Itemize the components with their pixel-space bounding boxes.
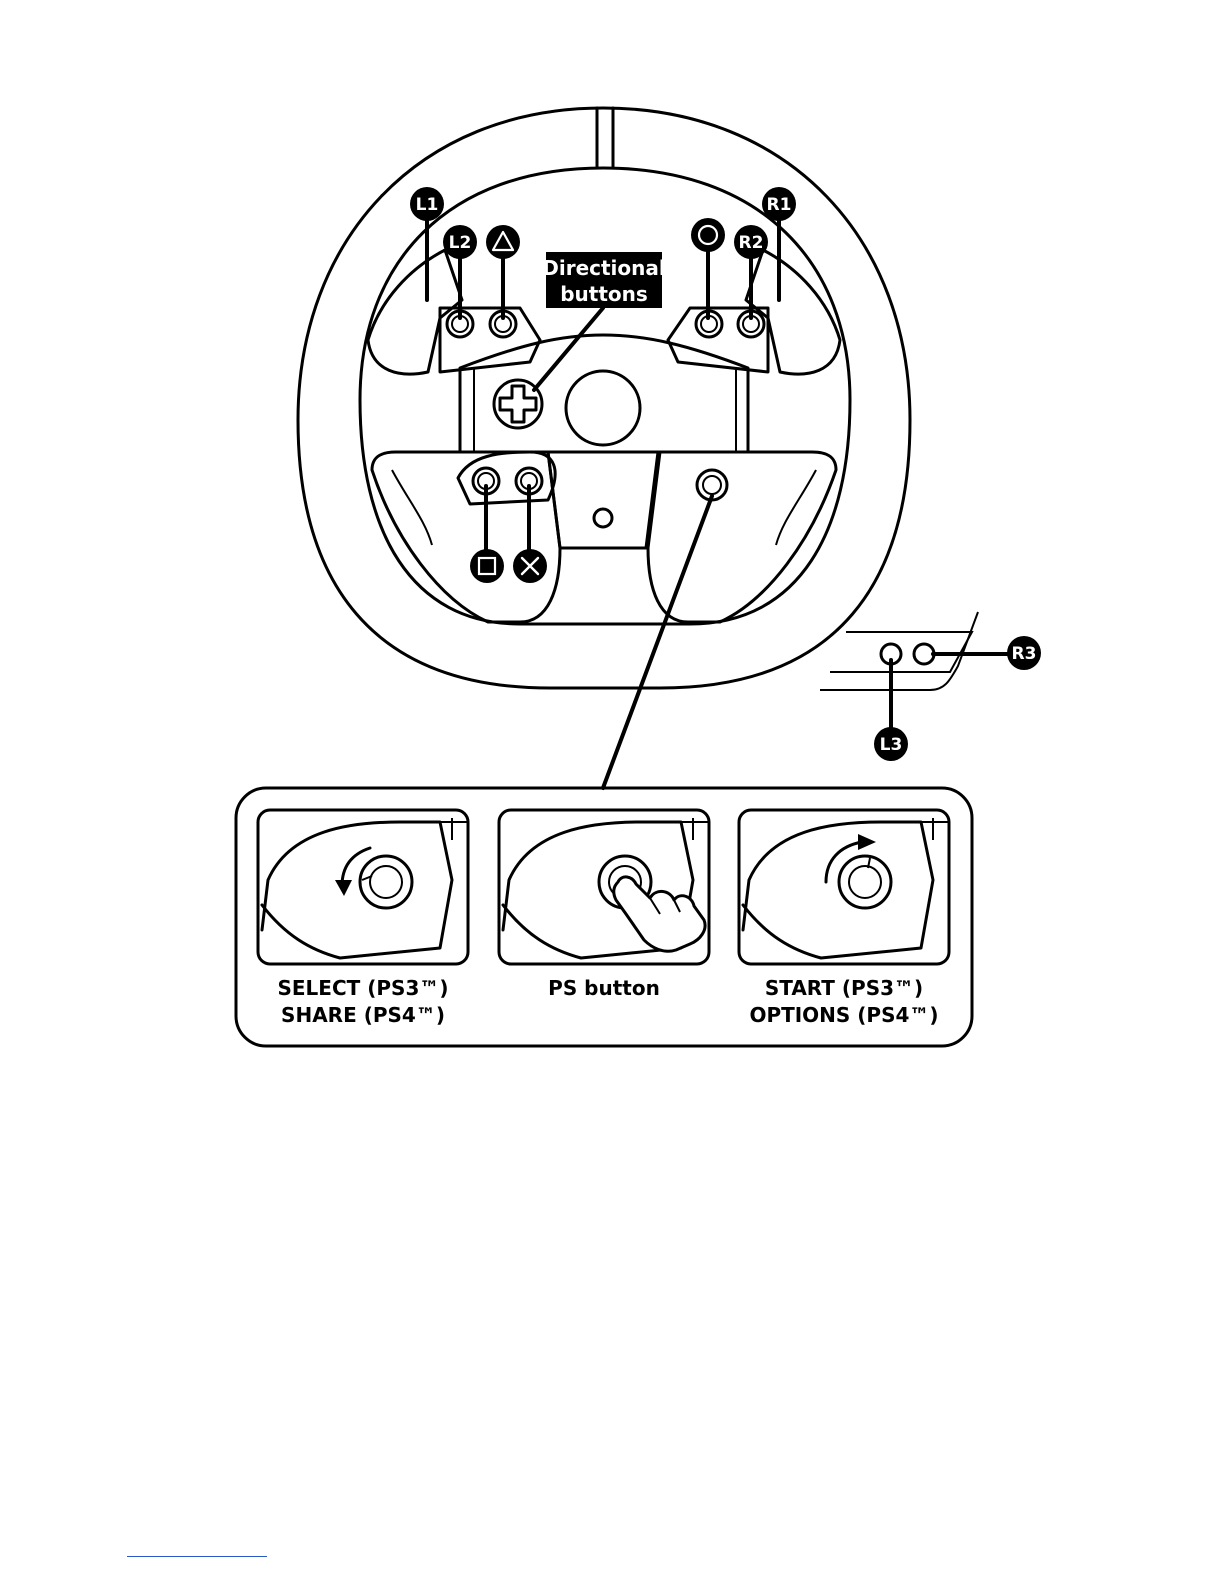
ps-button-panel: SELECT (PS3™) SHARE (PS4™) PS button <box>236 788 972 1046</box>
badge-l2: L2 <box>443 225 477 259</box>
rotate-ccw-arrow-icon <box>335 848 370 896</box>
wheel-buttons <box>447 311 764 500</box>
badge-l3: L3 <box>874 727 908 761</box>
badge-r2: R2 <box>734 225 768 259</box>
panel-ps-button: PS button <box>499 810 709 1000</box>
base-detail: R3 L3 <box>820 612 1041 761</box>
svg-text:START (PS3™): START (PS3™) <box>765 976 923 1000</box>
svg-text:Directional: Directional <box>542 256 666 280</box>
triangle-icon <box>486 225 520 259</box>
svg-text:R3: R3 <box>1012 644 1037 664</box>
badge-r1: R1 <box>762 187 796 221</box>
footer-rule <box>127 1556 267 1557</box>
svg-text:L3: L3 <box>880 735 903 755</box>
svg-text:PS button: PS button <box>548 976 660 1000</box>
hub-center-cap <box>566 371 640 445</box>
lower-grips <box>372 452 836 622</box>
svg-text:SHARE (PS4™): SHARE (PS4™) <box>281 1003 445 1027</box>
panel-start-options: START (PS3™) OPTIONS (PS4™) <box>739 810 949 1027</box>
square-icon <box>470 549 504 583</box>
svg-text:R2: R2 <box>739 233 764 253</box>
svg-text:R1: R1 <box>767 195 792 215</box>
panel-select-share: SELECT (PS3™) SHARE (PS4™) <box>258 810 468 1027</box>
svg-text:L1: L1 <box>416 195 439 215</box>
directional-buttons-callout: Directional buttons <box>542 252 666 308</box>
svg-text:buttons: buttons <box>560 282 648 306</box>
badge-r3: R3 <box>1007 636 1041 670</box>
badge-l1: L1 <box>410 187 444 221</box>
svg-text:OPTIONS (PS4™): OPTIONS (PS4™) <box>749 1003 938 1027</box>
cross-icon <box>513 549 547 583</box>
svg-text:SELECT (PS3™): SELECT (PS3™) <box>277 976 448 1000</box>
hub-small-hole <box>594 509 612 527</box>
svg-text:L2: L2 <box>449 233 472 253</box>
circle-icon <box>691 218 725 252</box>
wheel-rim <box>298 108 910 688</box>
